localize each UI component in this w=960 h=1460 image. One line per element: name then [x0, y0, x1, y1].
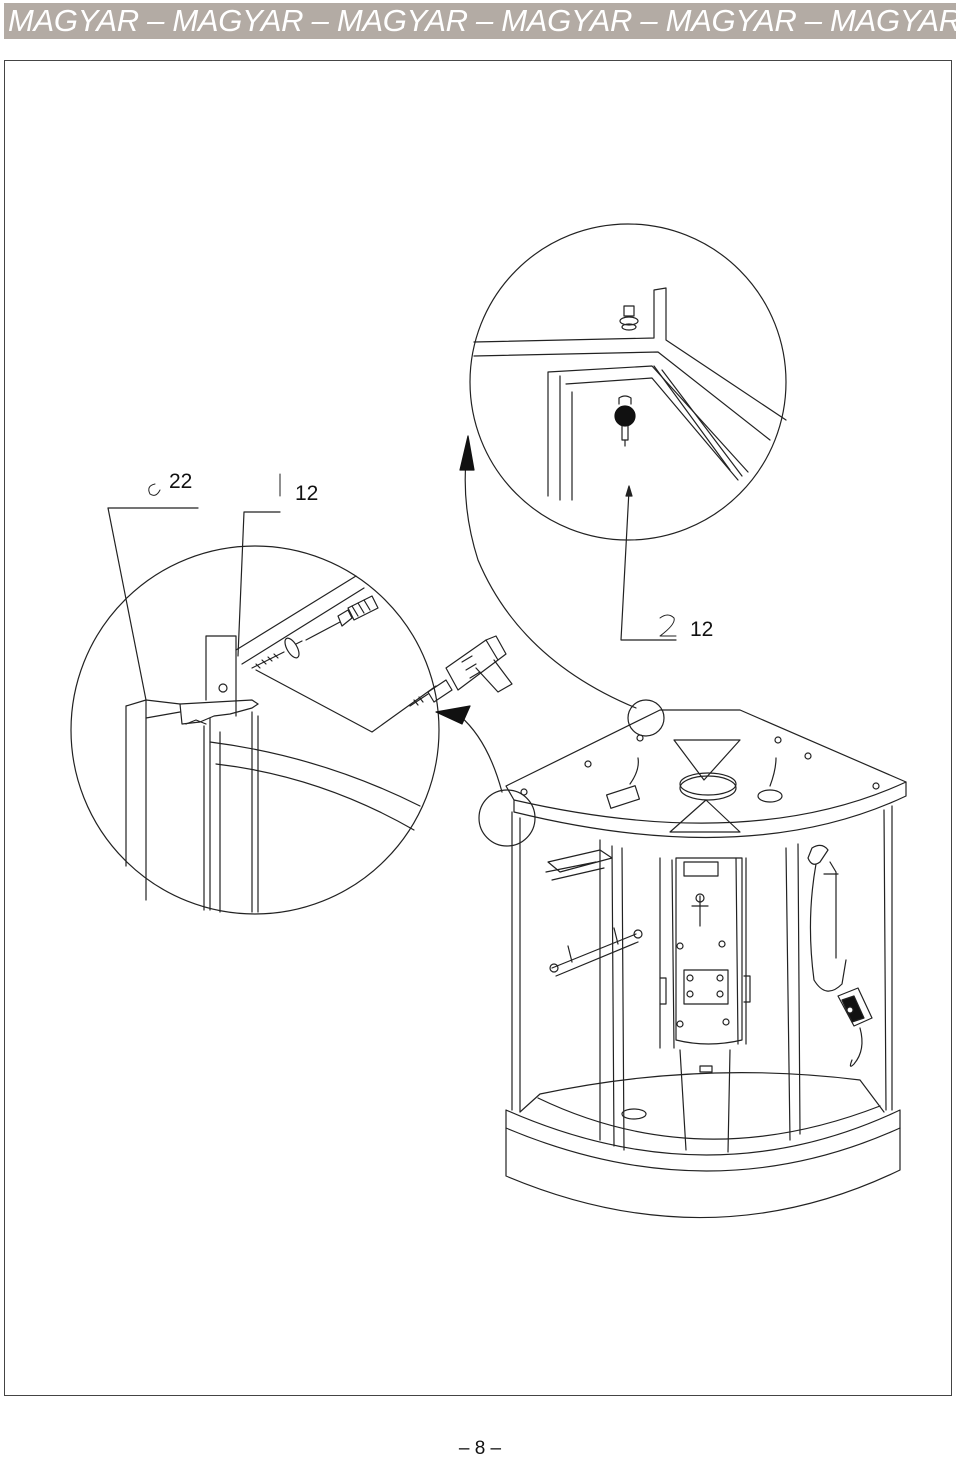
left-detail-circle [70, 473, 440, 915]
left-pointer-arrow [435, 705, 503, 793]
nut-icon [619, 305, 639, 331]
callout-top-screw-count: 12 [690, 618, 714, 641]
illustration-frame [4, 60, 952, 1396]
screwdriver-icon [305, 595, 379, 641]
callout-screw-count: 12 [295, 482, 319, 505]
language-header-text: MAGYAR – MAGYAR – MAGYAR – MAGYAR – MAGY… [8, 3, 956, 38]
screw-cap-icon [614, 395, 636, 447]
control-display-icon [683, 861, 719, 877]
top-pointer-arrow [459, 435, 637, 709]
top-detail-circle [469, 223, 787, 641]
left-detail-outline [70, 545, 440, 915]
language-header-band: MAGYAR – MAGYAR – MAGYAR – MAGYAR – MAGY… [4, 3, 956, 39]
control-panel-icon [837, 987, 873, 1067]
drill-icon [409, 635, 513, 707]
shower-cabin [478, 699, 907, 1219]
screw-icon [251, 637, 303, 669]
top-corner-highlight [627, 699, 665, 737]
callout-profile-count: 22 [169, 470, 193, 493]
page-number: – 8 – [458, 1438, 502, 1459]
left-corner-highlight [478, 789, 536, 847]
top-detail-outline [469, 223, 787, 541]
